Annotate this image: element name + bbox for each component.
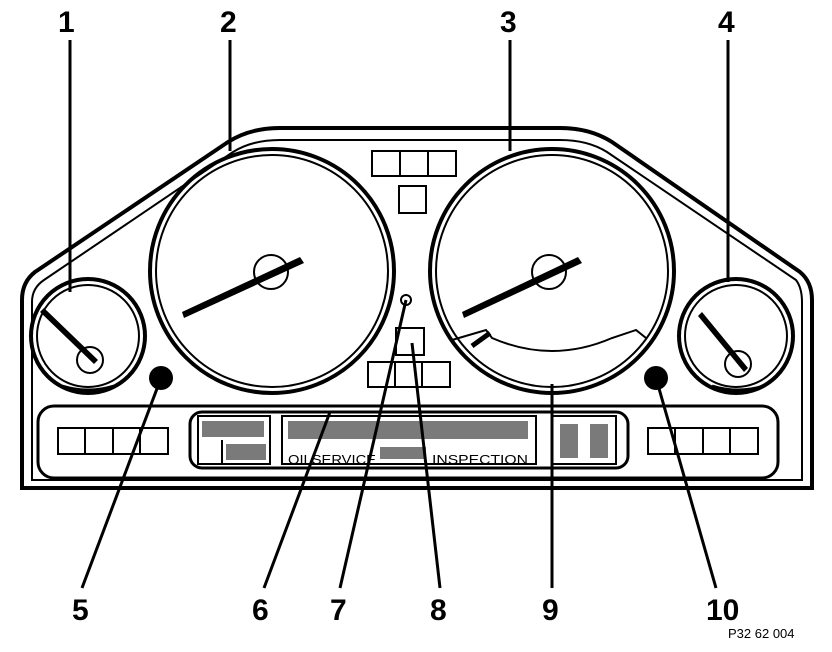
callout-1: 1	[58, 6, 75, 39]
callout-6: 6	[252, 594, 269, 627]
pointer-needle-icon	[40, 308, 98, 364]
callout-10: 10	[706, 594, 739, 627]
callout-4: 4	[718, 6, 735, 39]
figure-code: P32 62 004	[728, 626, 795, 641]
oil-service-label: OILSERVICE	[288, 452, 376, 467]
callout-3: 3	[500, 6, 517, 39]
callout-7: 7	[330, 594, 347, 627]
top-indicator-strip	[371, 150, 457, 214]
inspection-label: INSPECTION	[432, 452, 528, 467]
callout-2: 2	[220, 6, 237, 39]
large-gauge-left	[148, 147, 396, 395]
callout-8: 8	[430, 594, 447, 627]
leader-lines	[68, 40, 730, 589]
small-gauge-right	[677, 277, 795, 395]
large-gauge-right	[428, 147, 676, 395]
pointer-needle-icon	[182, 257, 304, 318]
pointer-needle-icon	[462, 257, 582, 318]
center-indicator-strip	[367, 327, 451, 388]
pointer-needle-icon	[698, 312, 748, 372]
callout-5: 5	[72, 594, 89, 627]
small-gauge-left	[29, 277, 147, 395]
cluster-housing	[20, 126, 814, 490]
callout-9: 9	[542, 594, 559, 627]
center-display: OILSERVICE INSPECTION	[188, 410, 630, 470]
